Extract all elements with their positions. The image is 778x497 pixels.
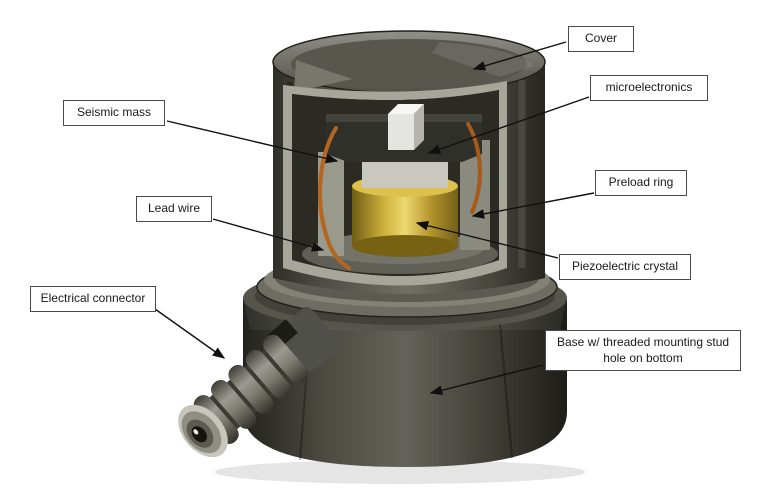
label-preload-ring: Preload ring xyxy=(595,170,687,196)
lead-wire-left-graphic xyxy=(317,126,351,270)
cutaway-graphic xyxy=(283,81,507,286)
arrow-microelectronics xyxy=(427,96,590,154)
lead-wire-right-graphic xyxy=(466,122,482,214)
annotation-arrows xyxy=(154,41,595,396)
arrow-cover xyxy=(472,41,567,71)
connector-endcap-graphic xyxy=(178,404,228,458)
arrow-base xyxy=(429,364,544,396)
microelectronics-graphic xyxy=(388,104,424,150)
label-piezoelectric-crystal: Piezoelectric crystal xyxy=(559,254,691,280)
label-seismic-mass: Seismic mass xyxy=(63,100,165,126)
arrow-seismic-mass xyxy=(166,120,339,164)
connector-graphic xyxy=(178,306,341,458)
arrow-electrical-connector xyxy=(154,308,226,359)
arrow-lead-wire xyxy=(212,218,325,252)
ground-shadow xyxy=(215,460,585,484)
label-electrical-connector: Electrical connector xyxy=(30,286,156,312)
label-cover: Cover xyxy=(568,26,634,52)
label-lead-wire: Lead wire xyxy=(136,196,212,222)
arrow-preload-ring xyxy=(471,192,595,219)
label-microelectronics: microelectronics xyxy=(590,75,708,101)
arrow-piezoelectric-crystal xyxy=(415,220,559,259)
label-base: Base w/ threaded mounting stud hole on b… xyxy=(545,330,741,372)
